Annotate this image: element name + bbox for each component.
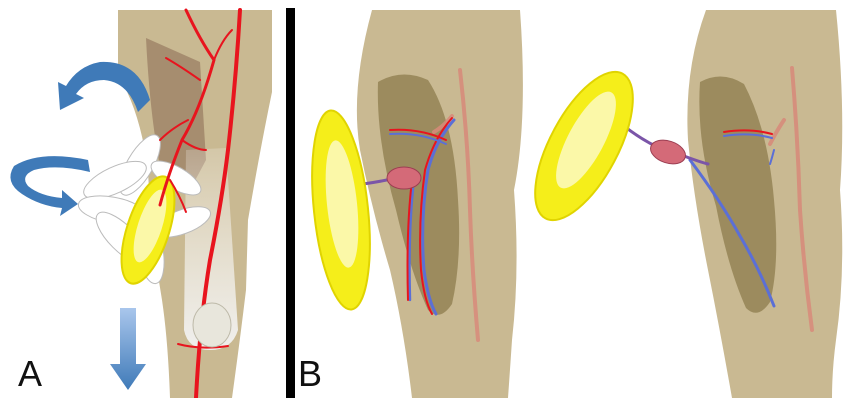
panel-a bbox=[10, 10, 272, 398]
panel-label-a: A bbox=[18, 356, 42, 392]
panel-divider bbox=[286, 8, 295, 398]
panel-label-b: B bbox=[298, 356, 322, 392]
panel-b bbox=[304, 10, 843, 398]
vascular-node-b1 bbox=[387, 167, 421, 189]
down-arrow bbox=[110, 308, 146, 390]
vascular-node-b2 bbox=[647, 136, 688, 168]
rotation-arrow-left bbox=[10, 156, 90, 216]
knee-capsule bbox=[193, 303, 231, 347]
